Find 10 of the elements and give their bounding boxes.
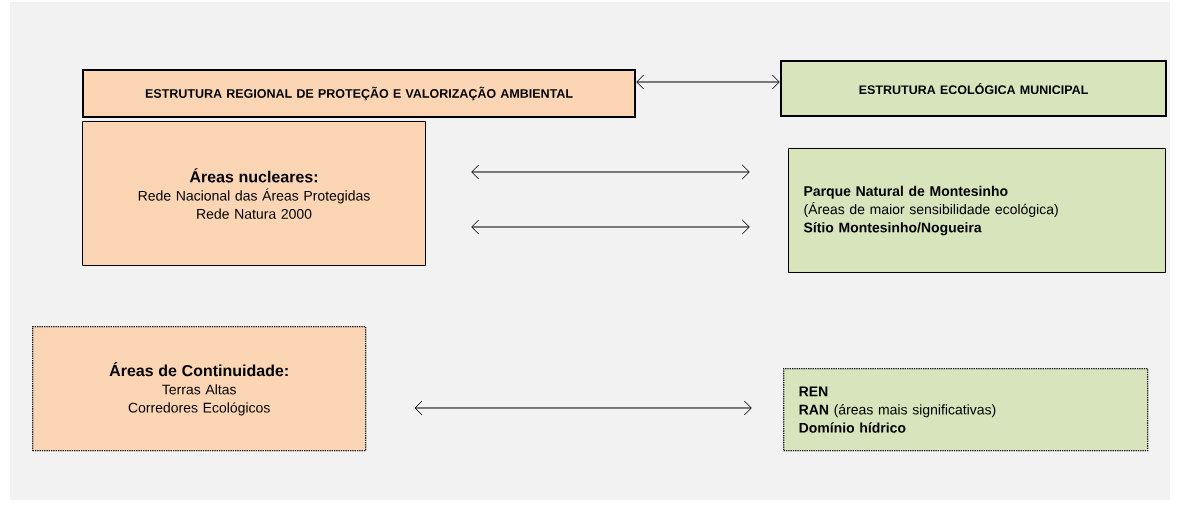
regional-box: Áreas de Continuidade: Terras Altas Corredores Ecológicos xyxy=(32,326,367,452)
municipal-box: Parque Natural de Montesinho (Áreas de maior sensibilidade ecológica) Sítio Montesinho/Nogueira xyxy=(788,148,1166,273)
municipal-box: ESTRUTURA ECOLÓGICA MUNICIPAL xyxy=(780,60,1167,117)
regional-box: Áreas nucleares: Rede Nacional das Áreas Protegidas Rede Natura 2000 xyxy=(82,121,426,266)
double-arrow xyxy=(414,400,752,416)
double-arrow xyxy=(471,219,750,235)
double-arrow xyxy=(636,74,780,90)
municipal-box: REN RAN (áreas mais significativas) Domínio hídrico xyxy=(783,368,1149,452)
regional-box: ESTRUTURA REGIONAL DE PROTEÇÃO E VALORIZAÇÃO AMBIENTAL xyxy=(82,69,636,118)
double-arrow xyxy=(471,164,750,180)
